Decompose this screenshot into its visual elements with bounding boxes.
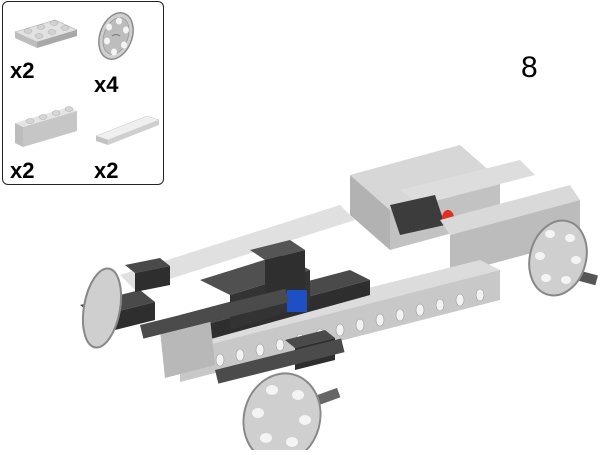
- wheel-icon: [95, 8, 135, 64]
- step-number: 8: [521, 51, 538, 84]
- chassis-model-render: [80, 130, 600, 455]
- plate-2x3-icon: [11, 12, 81, 50]
- quantity-wheel: x4: [94, 72, 119, 97]
- wheel-left-back: [81, 267, 123, 349]
- wheel-front: [242, 372, 322, 455]
- quantity-tile-1x4: x2: [94, 158, 119, 183]
- brick-1x4-icon: [11, 99, 81, 151]
- parts-list-callout: x2 x4 x2 x2: [2, 1, 164, 185]
- tile-1x4-icon: [93, 112, 163, 152]
- rear-housing: [350, 145, 535, 250]
- quantity-plate-2x3: x2: [10, 58, 35, 83]
- wheel-right-back: [528, 219, 588, 297]
- quantity-brick-1x4: x2: [10, 158, 35, 183]
